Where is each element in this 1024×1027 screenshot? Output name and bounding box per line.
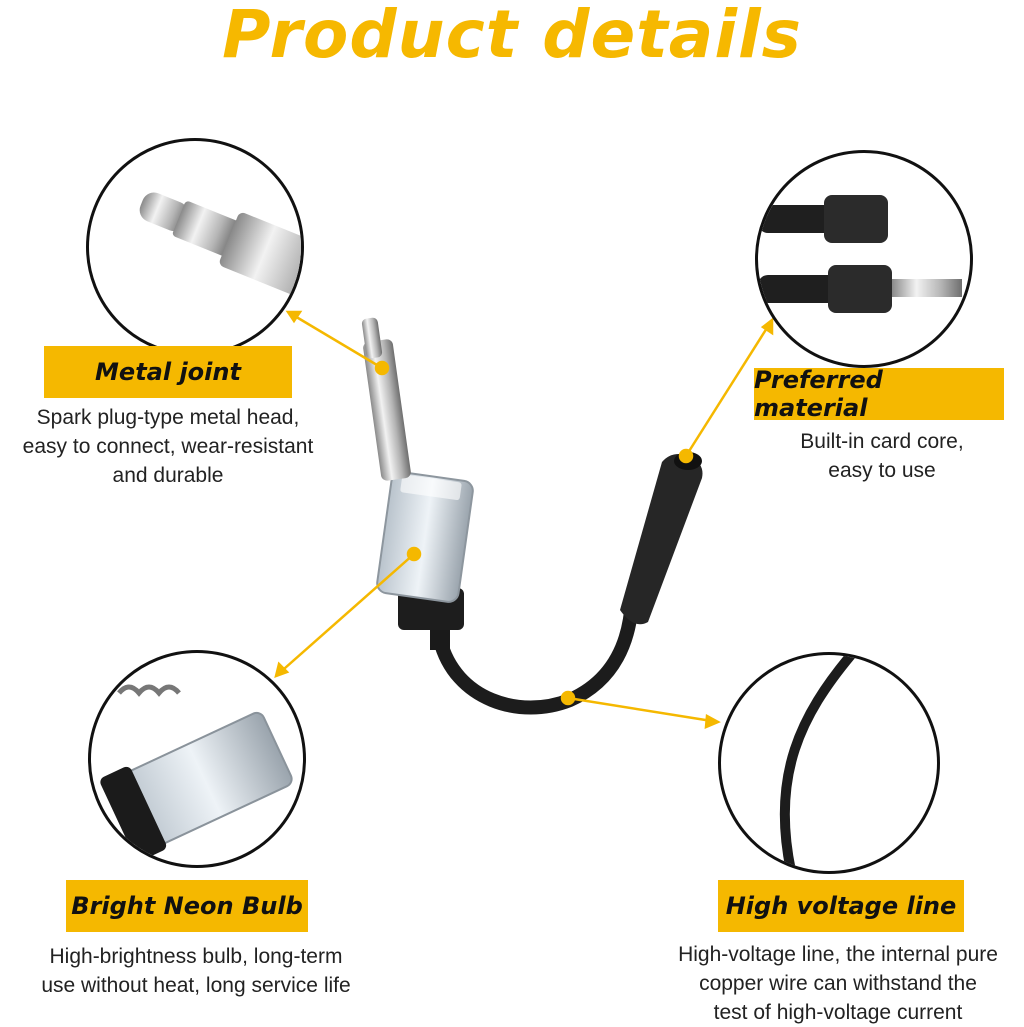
label-metal-joint-text: Metal joint	[95, 358, 241, 386]
boot-image	[758, 195, 962, 313]
page-title: Product details	[222, 0, 802, 73]
desc-hv-line: High-voltage line, the internal pure cop…	[652, 940, 1024, 1027]
label-hv-line: High voltage line	[718, 880, 964, 932]
label-preferred-material: Preferred material	[754, 366, 1004, 422]
label-metal-joint: Metal joint	[44, 346, 292, 398]
cable	[433, 593, 639, 715]
desc-neon-bulb: High-brightness bulb, long-term use with…	[4, 942, 388, 1000]
desc-line: easy to connect, wear-resistant	[22, 435, 314, 458]
desc-line: High-voltage line, the internal pure	[678, 943, 998, 966]
metal-head-image	[139, 192, 301, 305]
bulb-image	[100, 684, 293, 861]
desc-line: test of high-voltage current	[713, 1001, 963, 1024]
desc-line: copper wire can withstand the	[699, 972, 977, 995]
label-neon-bulb-text: Bright Neon Bulb	[71, 892, 303, 920]
desc-metal-joint: Spark plug-type metal head, easy to conn…	[0, 403, 336, 490]
desc-line: High-brightness bulb, long-term	[49, 945, 343, 968]
desc-line: Spark plug-type metal head,	[36, 406, 300, 429]
desc-preferred-material: Built-in card core, easy to use	[744, 427, 1020, 485]
metal-joint-closeup	[86, 138, 304, 356]
cable-boot	[620, 454, 703, 625]
label-hv-line-text: High voltage line	[725, 892, 957, 920]
label-neon-bulb: Bright Neon Bulb	[66, 880, 308, 932]
tester-body	[361, 317, 474, 650]
desc-line: use without heat, long service life	[41, 974, 351, 997]
material-closeup	[755, 150, 973, 368]
hv-line-closeup	[718, 652, 940, 874]
desc-line: and durable	[112, 464, 224, 487]
neon-bulb-closeup	[88, 650, 306, 868]
desc-line: easy to use	[828, 459, 936, 482]
desc-line: Built-in card core,	[800, 430, 964, 453]
cable-image	[779, 655, 855, 871]
label-preferred-material-text: Preferred material	[754, 366, 883, 422]
